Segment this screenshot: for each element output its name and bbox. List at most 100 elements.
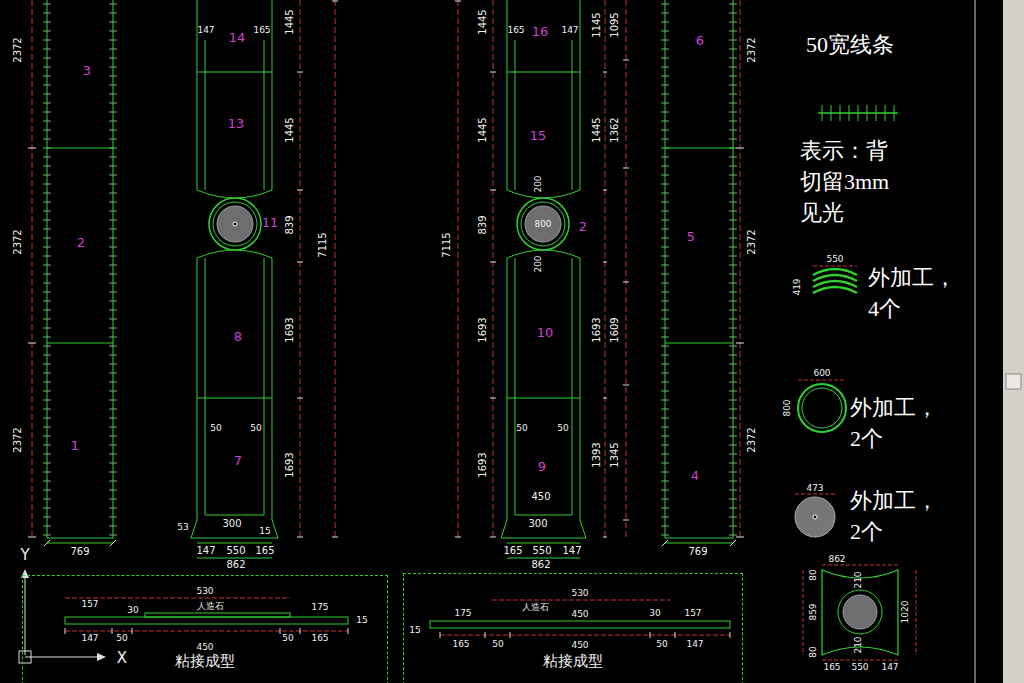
back-cut-tick — [729, 85, 737, 86]
sheet-border — [975, 0, 976, 683]
dimension-tick — [623, 282, 629, 283]
back-cut-tick — [729, 382, 737, 383]
dimension-line — [65, 598, 290, 599]
dimension-text: 862 — [828, 555, 845, 564]
back-cut-tick — [109, 22, 117, 23]
arc-piece — [813, 287, 857, 293]
back-cut-tick — [109, 382, 117, 383]
back-cut-tick — [661, 13, 669, 14]
back-cut-tick — [729, 49, 737, 50]
column-inner-line — [515, 40, 516, 190]
dimension-text: 1095 — [610, 12, 620, 37]
back-cut-tick — [729, 310, 737, 311]
back-cut-tick — [661, 400, 669, 401]
back-cut-tick — [109, 166, 117, 167]
dimension-tick — [490, 262, 496, 263]
dimension-tick — [28, 148, 36, 149]
back-cut-tick — [729, 274, 737, 275]
back-cut-tick — [43, 355, 51, 356]
back-cut-tick — [729, 130, 737, 131]
back-cut-tick — [109, 490, 117, 491]
back-cut-tick — [109, 328, 117, 329]
back-cut-tick — [109, 445, 117, 446]
dimension-text: 300 — [528, 519, 547, 529]
back-cut-tick — [43, 22, 51, 23]
back-cut-tick — [43, 535, 51, 536]
dimension-tick — [603, 262, 607, 263]
stone-plate — [65, 617, 348, 624]
dimension-text: 550 — [826, 255, 843, 264]
medallion-ring — [517, 198, 569, 250]
callout-number: 11 — [262, 216, 279, 229]
dimension-text: 1445 — [285, 117, 295, 142]
callout-number: 2 — [579, 220, 587, 233]
back-cut-tick — [109, 247, 117, 248]
dimension-text: 550 — [851, 663, 868, 672]
back-cut-tick — [729, 157, 737, 158]
dimension-text: 53 — [177, 523, 188, 532]
back-cut-tick — [661, 301, 669, 302]
back-cut-tick — [729, 463, 737, 464]
back-cut-tick — [729, 121, 737, 122]
dimension-text: 157 — [684, 609, 701, 618]
frame-title: 粘接成型 — [175, 654, 235, 669]
back-cut-tick — [661, 31, 669, 32]
callout-number: 4 — [691, 469, 699, 482]
back-cut-tick — [109, 256, 117, 257]
back-cut-tick — [109, 265, 117, 266]
dimension-text: 80 — [809, 646, 818, 657]
back-cut-tick — [109, 418, 117, 419]
dimension-tick — [112, 628, 113, 634]
back-cut-tick — [729, 67, 737, 68]
dimension-text: 1445 — [478, 117, 488, 142]
note-text: 表示：背 切留3mm 见光 — [800, 135, 912, 228]
back-cut-tick — [661, 427, 669, 428]
dimension-line — [803, 570, 804, 655]
column-edge — [507, 0, 508, 190]
back-cut-tick — [109, 400, 117, 401]
back-cut-tick — [661, 94, 669, 95]
back-cut-tick — [109, 391, 117, 392]
back-cut-tick — [109, 481, 117, 482]
legend-line-tick — [822, 105, 823, 121]
dimension-text: 800 — [534, 220, 551, 229]
back-cut-tick — [43, 94, 51, 95]
legend-line-tick — [840, 105, 841, 121]
back-cut-tick — [729, 166, 737, 167]
dimension-tick — [623, 385, 629, 386]
dimension-tick — [485, 632, 486, 638]
legend-line-tick — [849, 105, 850, 121]
back-cut-tick — [661, 355, 669, 356]
back-cut-tick — [43, 373, 51, 374]
back-cut-tick — [109, 238, 117, 239]
back-cut-tick — [43, 337, 51, 338]
concave-cut — [197, 190, 272, 198]
column-edge — [272, 258, 278, 538]
legend-line-tick — [867, 105, 868, 121]
back-cut-tick — [729, 229, 737, 230]
back-cut-tick — [661, 382, 669, 383]
dimension-tick — [730, 540, 736, 546]
dimension-tick — [455, 1, 461, 2]
dimension-line — [795, 494, 835, 495]
dimension-tick — [440, 632, 441, 638]
callout-number: 10 — [537, 326, 554, 339]
dimension-text: 165 — [823, 663, 840, 672]
medallion-ring — [209, 198, 261, 250]
back-cut-tick — [661, 472, 669, 473]
dimension-line — [822, 565, 898, 566]
medallion-ring — [213, 202, 257, 246]
medallion-stone — [843, 595, 877, 629]
axis-label: X — [117, 651, 127, 666]
back-cut-tick — [729, 256, 737, 257]
back-cut-tick — [109, 526, 117, 527]
callout-number: 1 — [71, 439, 79, 452]
callout-number: 3 — [83, 64, 91, 77]
dimension-tick — [675, 632, 676, 638]
joint-line — [507, 72, 580, 73]
concave-cut — [507, 250, 580, 258]
back-cut-tick — [43, 463, 51, 464]
dimension-text: 862 — [226, 560, 245, 570]
back-cut-tick — [661, 436, 669, 437]
back-cut-tick — [661, 526, 669, 527]
